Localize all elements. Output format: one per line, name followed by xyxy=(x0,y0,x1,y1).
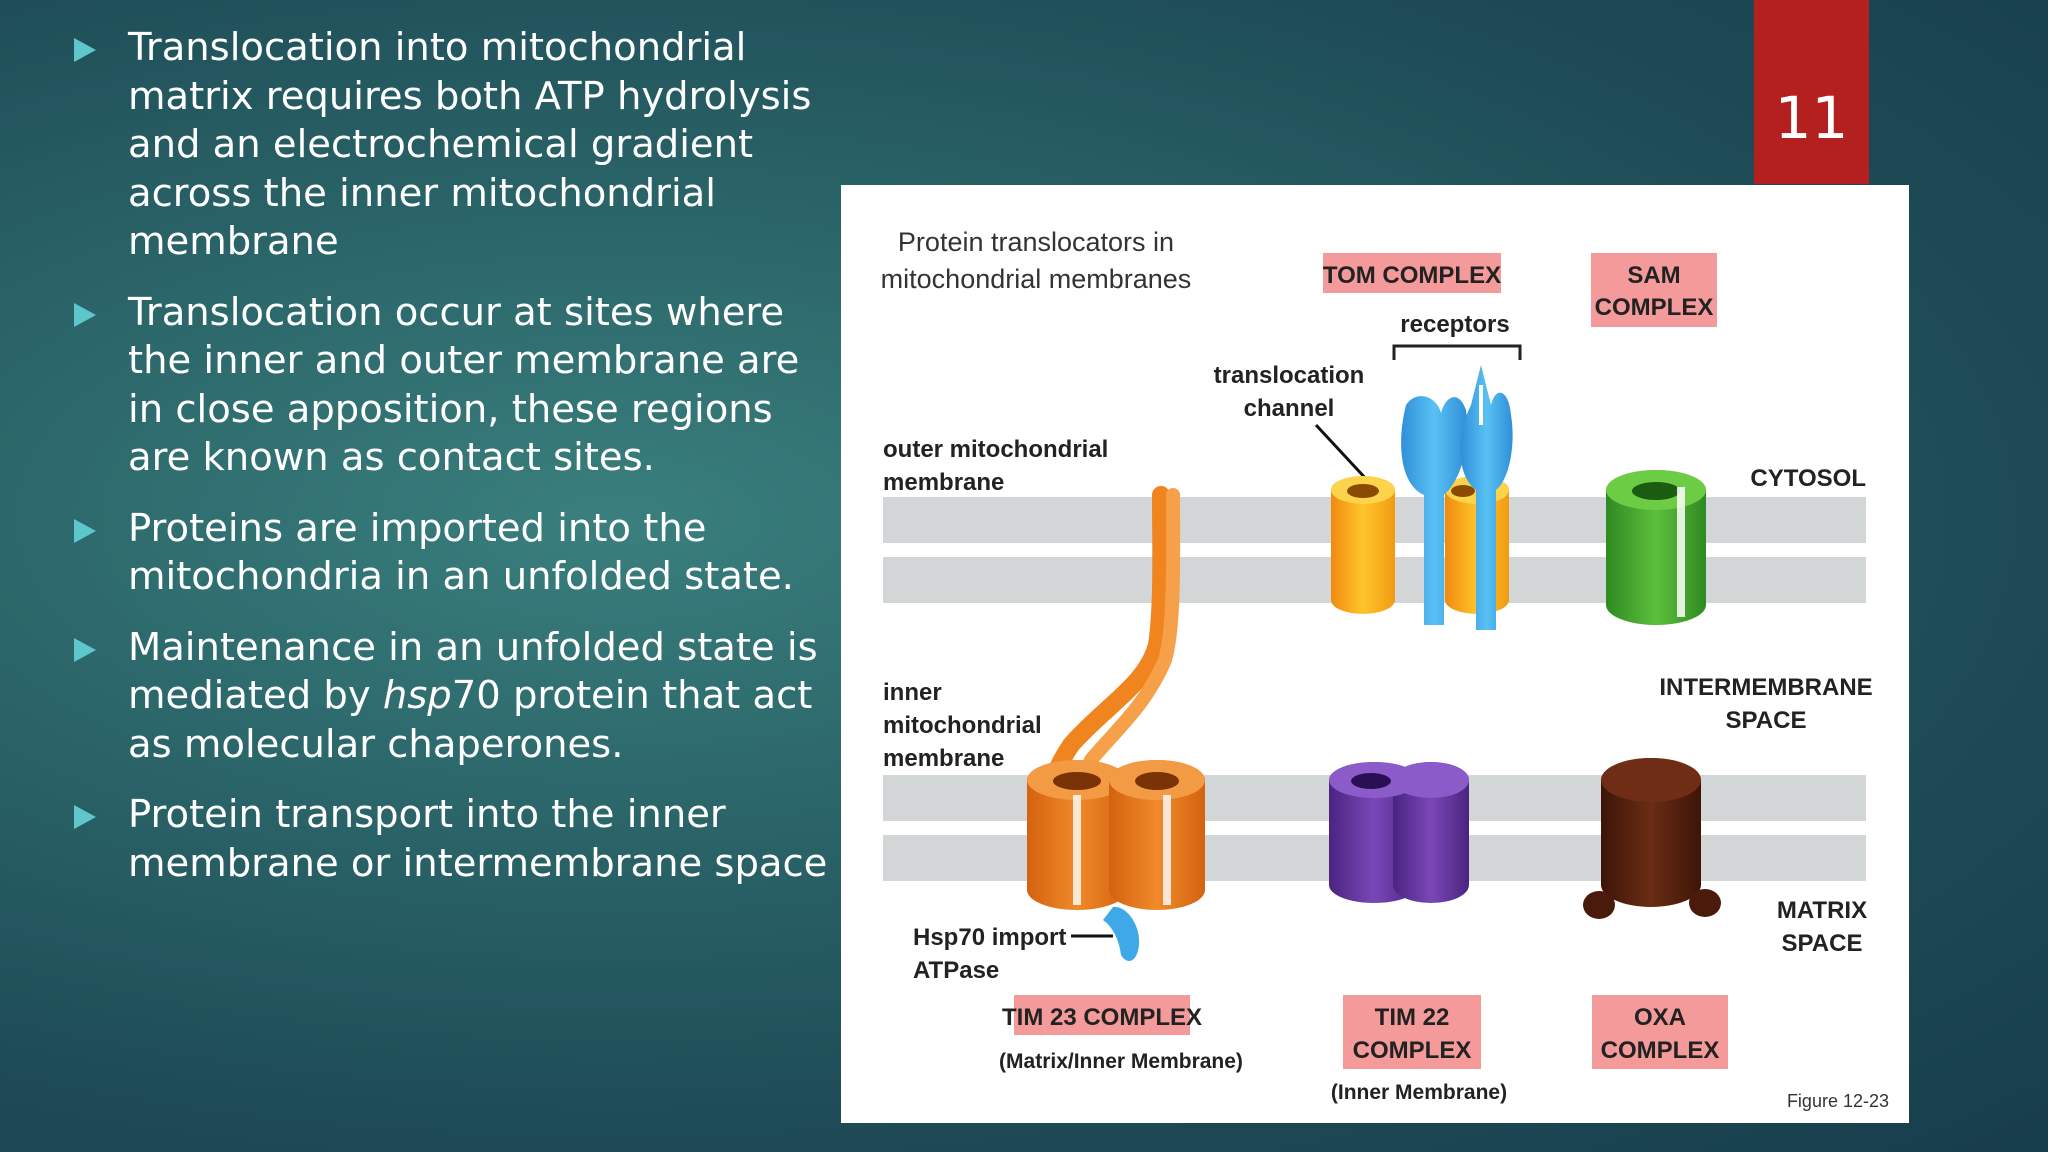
tom-complex-label: TOM COMPLEX xyxy=(1323,262,1501,289)
tim22-label-line2: COMPLEX xyxy=(1353,1037,1472,1064)
tim23-label-box xyxy=(1014,995,1190,1035)
bullet-item: Maintenance in an unfolded state is medi… xyxy=(68,624,828,770)
hsp70-label-line2: ATPase xyxy=(913,957,999,984)
bullet-triangle-icon xyxy=(74,518,96,543)
tim23-sublabel: (Matrix/Inner Membrane) xyxy=(999,1050,1243,1073)
intermembrane-label-line2: SPACE xyxy=(1726,707,1807,734)
bullet-item: Translocation occur at sites where the i… xyxy=(68,289,828,483)
tim22-label-line1: TIM 22 xyxy=(1375,1004,1450,1031)
bullet-text: Protein transport into the inner membran… xyxy=(128,792,828,886)
tim23-complex-shape xyxy=(1027,760,1205,910)
oxa-label-line2: COMPLEX xyxy=(1601,1037,1720,1064)
figure-title-line1: Protein translocators in xyxy=(898,227,1174,257)
receptors-label: receptors xyxy=(1400,311,1509,338)
hsp70-shape xyxy=(1103,906,1140,961)
bullet-text: Proteins are imported into the mitochond… xyxy=(128,505,794,600)
intermembrane-label-line1: INTERMEMBRANE xyxy=(1659,674,1872,701)
oxa-label-line1: OXA xyxy=(1634,1004,1686,1031)
matrix-label-line2: SPACE xyxy=(1782,930,1863,957)
hsp70-label-line1: Hsp70 import xyxy=(913,924,1066,951)
outer-membrane-label-line2: membrane xyxy=(883,469,1004,496)
translocation-label-line1: translocation xyxy=(1214,362,1365,389)
matrix-label-line1: MATRIX xyxy=(1777,897,1867,924)
tim22-label-box xyxy=(1343,995,1481,1069)
bullet-text: Translocation occur at sites where the i… xyxy=(128,289,800,481)
inner-membrane-label-line2: mitochondrial xyxy=(883,712,1042,739)
bullet-text: Translocation into mitochondrial matrix … xyxy=(128,25,812,264)
sam-label-line1: SAM xyxy=(1627,262,1680,289)
receptors-bracket xyxy=(1392,344,1522,360)
bullet-triangle-icon xyxy=(74,637,96,662)
bullet-text: Maintenance in an unfolded state is medi… xyxy=(128,624,818,767)
translocation-label-line2: channel xyxy=(1244,395,1335,422)
figure-reference: Figure 12-23 xyxy=(1787,1091,1889,1111)
translocator-figure: Protein translocators in mitochondrial m… xyxy=(841,185,1909,1123)
bullet-list: Translocation into mitochondrial matrix … xyxy=(68,24,828,888)
receptor-shape xyxy=(1401,365,1513,630)
tim23-label: TIM 23 COMPLEX xyxy=(1002,1004,1202,1031)
bullet-triangle-icon xyxy=(74,302,96,327)
bullet-item: Proteins are imported into the mitochond… xyxy=(68,505,828,602)
figure-title-line2: mitochondrial membranes xyxy=(881,264,1192,294)
oxa-label-box xyxy=(1592,995,1728,1069)
italic-hsp: hsp xyxy=(382,673,452,718)
tim22-complex-shape xyxy=(1329,762,1469,903)
bullet-item: Protein transport into the inner membran… xyxy=(68,791,828,888)
bullet-triangle-icon xyxy=(74,38,96,62)
sam-complex-shape xyxy=(1606,470,1706,625)
inner-membrane-label-line1: inner xyxy=(883,679,942,706)
sam-complex-label-box xyxy=(1591,253,1717,327)
slide-number: 11 xyxy=(1774,84,1849,152)
oxa-complex-shape xyxy=(1583,758,1721,919)
outer-membrane-label-line1: outer mitochondrial xyxy=(883,436,1108,463)
tom-complex-label-box xyxy=(1323,253,1501,293)
figure-svg: Protein translocators in mitochondrial m… xyxy=(881,227,1889,1111)
bullet-item: Translocation into mitochondrial matrix … xyxy=(68,24,828,267)
bullet-triangle-icon xyxy=(74,805,96,829)
slide-number-box: 11 xyxy=(1754,0,1869,184)
cytosol-label: CYTOSOL xyxy=(1750,465,1866,492)
sam-label-line2: COMPLEX xyxy=(1595,294,1714,321)
tim22-sublabel: (Inner Membrane) xyxy=(1331,1081,1507,1104)
inner-membrane-label-line3: membrane xyxy=(883,745,1004,772)
